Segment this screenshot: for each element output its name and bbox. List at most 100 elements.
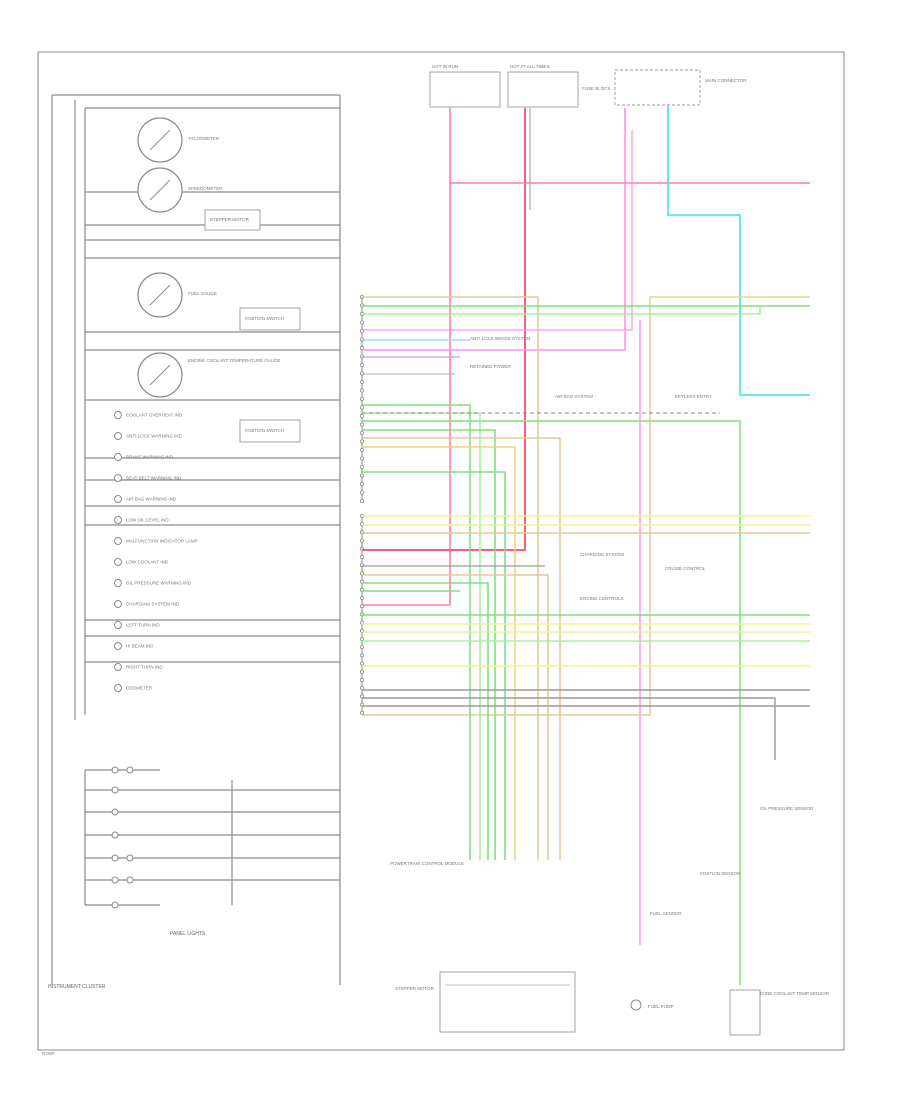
connector-pin xyxy=(359,637,364,642)
connector-pin xyxy=(359,422,364,427)
wire xyxy=(667,105,810,396)
connector-pin xyxy=(359,447,364,452)
bottom-components xyxy=(439,971,761,1036)
fuse-label-2: HOT AT ALL TIMES xyxy=(510,64,550,69)
connector-pin xyxy=(359,473,364,478)
connector-pin xyxy=(359,481,364,486)
callout-fuel-pump: FUEL PUMP xyxy=(648,1004,674,1009)
tachometer-label: TACHOMETER xyxy=(188,136,220,141)
connector-pin xyxy=(359,413,364,418)
warning-light-label: BRAKE WARNING IND xyxy=(126,455,174,460)
connector-pin xyxy=(359,490,364,495)
warning-light-label: HI BEAM IND xyxy=(126,644,154,649)
stepper-motor-label: STEPPER MOTOR xyxy=(210,217,250,222)
connector-pin xyxy=(359,396,364,401)
wire-harness xyxy=(362,105,810,985)
warning-light-label: CHARGING SYSTEM IND xyxy=(126,602,180,607)
connector-pin xyxy=(359,379,364,384)
instrument-cluster: TACHOMETER SPEEDOMETER STEPPER MOTOR FUE… xyxy=(48,94,341,990)
connector-pin xyxy=(359,710,364,715)
fuse-box-2 xyxy=(507,71,579,108)
warning-light-label: LEFT TURN IND xyxy=(126,623,160,628)
connector-pin xyxy=(359,439,364,444)
connector-pin xyxy=(359,498,364,503)
indicator-lamp-icon xyxy=(114,537,122,545)
ignition-switch-label-2: IGNITION SWITCH xyxy=(245,428,284,433)
connector-pin xyxy=(359,345,364,350)
connector-pin xyxy=(359,430,364,435)
callout-engine-controls: ENGINE CONTROLS xyxy=(580,596,624,601)
footer-label: ROOF xyxy=(42,1051,55,1056)
main-connector-box xyxy=(614,69,701,106)
fuse-label-3: FUSE BLOCK xyxy=(582,86,611,91)
warning-light-label: ODOMETER xyxy=(126,686,153,691)
indicator-lamp-icon xyxy=(114,411,122,419)
indicator-lamp-icon xyxy=(114,474,122,482)
coolant-gauge-label: ENGINE COOLANT TEMPERATURE GAUGE xyxy=(188,358,281,363)
connector-pin xyxy=(359,653,364,658)
panel-lights: PANEL LIGHTS xyxy=(84,766,340,937)
callout-powertrain: POWERTRAIN CONTROL MODULE xyxy=(390,861,464,866)
connector-pin xyxy=(359,320,364,325)
connector-pin xyxy=(359,456,364,461)
indicator-lamp-icon xyxy=(114,432,122,440)
fuse-box-1 xyxy=(429,71,501,108)
callout-charging: CHARGING SYSTEM xyxy=(580,552,624,557)
connector-pin xyxy=(359,555,364,560)
warning-light-label: LOW COOLANT IND xyxy=(126,560,169,565)
fuel-pump-symbol xyxy=(630,999,642,1011)
connector-pin xyxy=(359,669,364,674)
indicator-lamp-icon xyxy=(114,516,122,524)
wire xyxy=(362,296,539,860)
wire xyxy=(362,582,489,860)
wire xyxy=(362,420,741,985)
top-components: HOT IN RUN HOT AT ALL TIMES FUSE BLOCK M… xyxy=(429,64,747,108)
wire xyxy=(362,429,496,860)
indicator-lamp-icon xyxy=(114,495,122,503)
callouts: ANTI-LOCK BRAKE SYSTEM RETAINED POWER AI… xyxy=(390,336,830,1009)
wire xyxy=(362,108,626,351)
indicator-lamp-icon xyxy=(114,600,122,608)
wire xyxy=(362,108,451,606)
ignition-switch-box-2 xyxy=(239,419,301,443)
connector-pin xyxy=(359,645,364,650)
connector-pin xyxy=(359,596,364,601)
warning-lights-list: COOLANT OVERHEAT IND ANTI-LOCK WARNING IN… xyxy=(114,411,198,692)
ignition-switch-label: IGNITION SWITCH xyxy=(245,316,284,321)
callout-coolant-sensor: ENGINE COOLANT TEMP SENSOR xyxy=(755,991,830,996)
indicator-lamp-icon xyxy=(114,663,122,671)
callout-air-bag: AIR BAG SYSTEM xyxy=(555,394,593,399)
wire xyxy=(362,446,516,860)
wire xyxy=(362,471,506,860)
wire xyxy=(362,306,761,315)
warning-light-label: MALFUNCTION INDICATOR LAMP xyxy=(126,539,198,544)
main-connector-label: MAIN CONNECTOR xyxy=(705,78,747,83)
connector-pin xyxy=(359,362,364,367)
indicator-lamp-icon xyxy=(114,621,122,629)
indicator-lamp-icon xyxy=(114,453,122,461)
callout-stepper-sensor: STEPPER MOTOR xyxy=(395,986,435,991)
panel-lights-label: PANEL LIGHTS xyxy=(170,931,206,937)
warning-light-label: ANTI-LOCK WARNING IND xyxy=(126,434,183,439)
wire xyxy=(362,412,481,860)
cluster-title: INSTRUMENT CLUSTER xyxy=(48,984,106,990)
callout-fuel-sender: FUEL SENDER xyxy=(650,911,682,916)
connector-pin xyxy=(359,388,364,393)
warning-light-label: COOLANT OVERHEAT IND xyxy=(126,413,183,418)
warning-light-label: RIGHT TURN IND xyxy=(126,665,163,670)
warning-light-label: SEAT BELT WARNING IND xyxy=(126,476,182,481)
callout-cruise: CRUISE CONTROL xyxy=(665,566,706,571)
indicator-lamp-icon xyxy=(114,579,122,587)
coolant-sensor-box xyxy=(729,989,761,1036)
callout-keyless-entry: KEYLESS ENTRY xyxy=(675,394,712,399)
connector-pin xyxy=(359,405,364,410)
fuse-label-1: HOT IN RUN xyxy=(432,64,458,69)
warning-light-label: LOW OIL LEVEL IND xyxy=(126,518,169,523)
wire xyxy=(362,574,549,860)
fuel-gauge-label: FUEL GAUGE xyxy=(188,291,217,296)
ignition-switch-box xyxy=(239,307,301,331)
speedometer-label: SPEEDOMETER xyxy=(188,186,223,191)
diagram-frame xyxy=(37,51,845,1051)
indicator-lamp-icon xyxy=(114,642,122,650)
